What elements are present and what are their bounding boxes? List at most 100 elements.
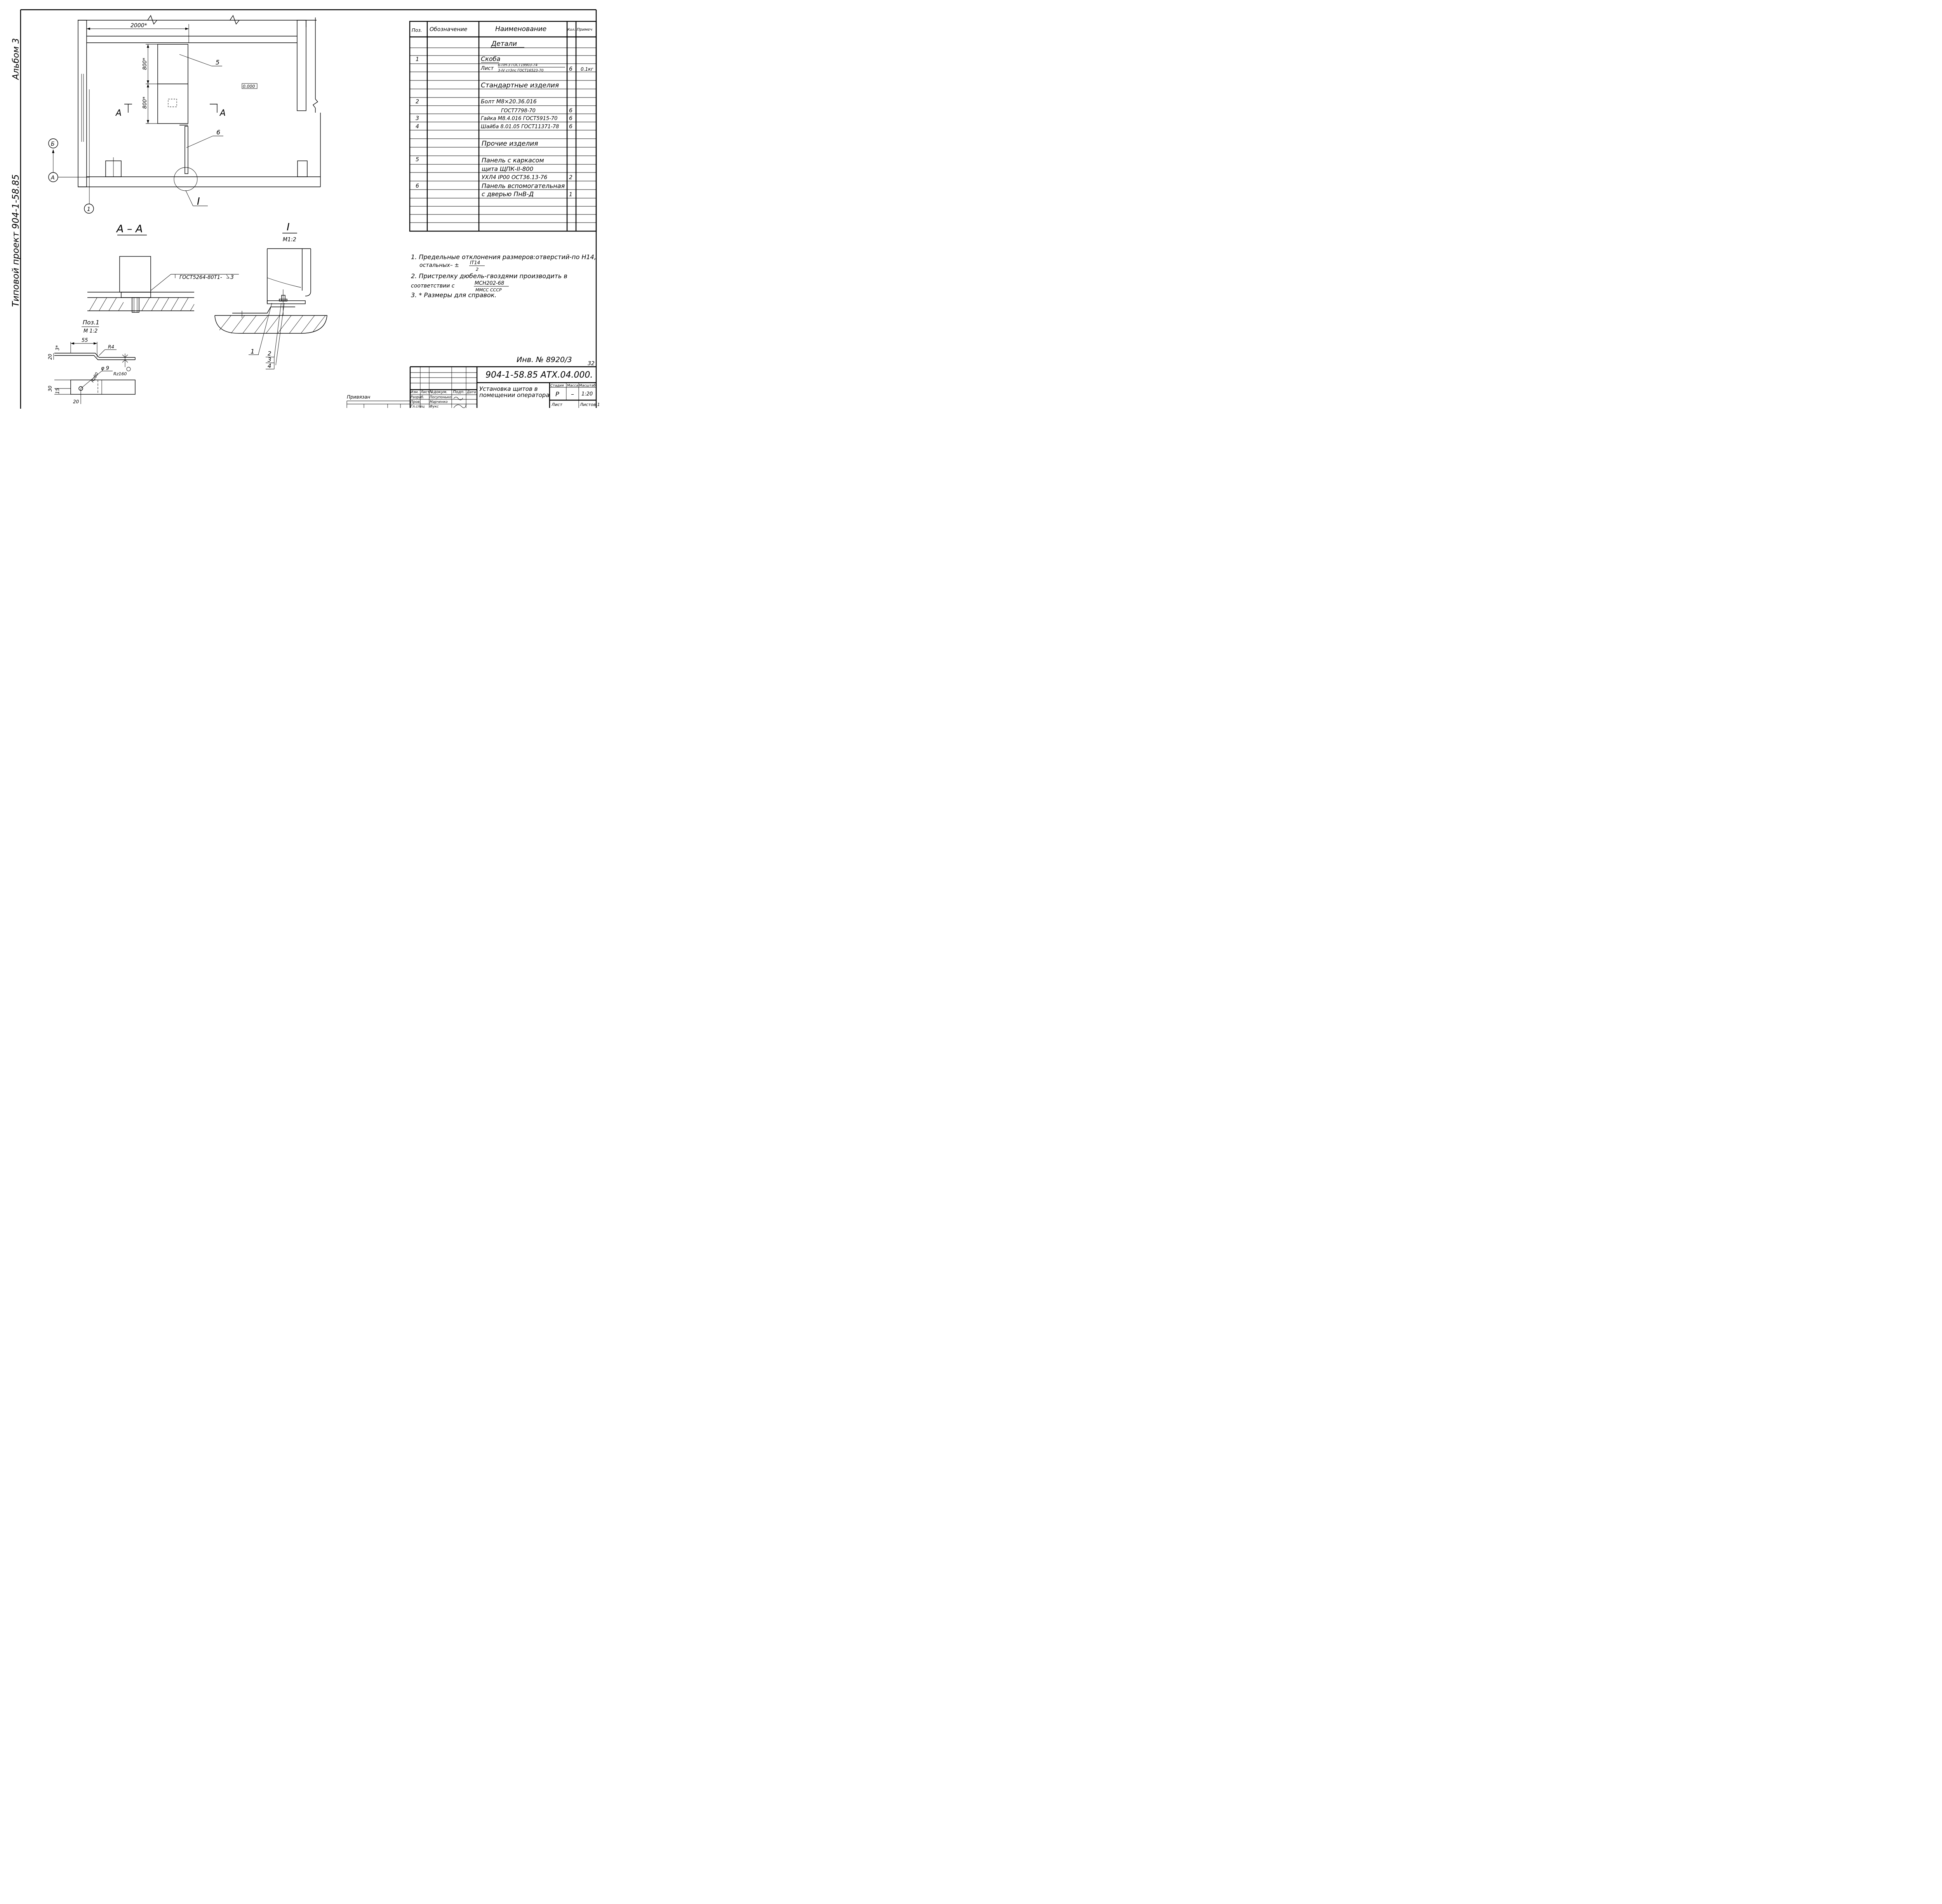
weld-symbol: ГОСТ5264-80Т1- — [179, 275, 222, 280]
detail-scale: М1:2 — [283, 237, 296, 243]
spec-row8-name: щита ЩПК-II-800 — [482, 165, 533, 172]
pos1-dim-r: R4 — [108, 344, 114, 350]
spec-row2-qty: 6 — [569, 66, 573, 72]
drawing-sheet: Альбом 3 Типовой проект 904-1-58.85 2000… — [11, 9, 600, 409]
pos1-detail: Поз.1 М 1:2 55 20 3* R4 30 15 20 φ 9 — [47, 319, 136, 404]
spec-row5-qty: 6 — [569, 115, 573, 122]
section-aa: А – А ГОСТ5264-80Т1- 3 — [87, 223, 239, 313]
stamp-h-mass: Масса — [567, 384, 578, 388]
spec-row1-name: Скоба — [481, 55, 500, 63]
dim-h2: 800* — [142, 96, 148, 109]
spec-head-note: Примеч — [577, 28, 592, 32]
stamp-lists: Листов 1 — [579, 402, 600, 407]
spec-row9-name: УХЛ4 IP00 ОСТ36.13-76 — [482, 174, 547, 181]
section-right-label: А — [219, 108, 226, 118]
spec-head-name: Наименование — [495, 25, 546, 33]
pos1-rz80: Rz80 — [90, 371, 99, 383]
section-title: А – А — [116, 223, 143, 235]
spec-head-qty: Кол. — [567, 28, 576, 32]
spec-row6-qty: 6 — [569, 124, 573, 130]
notes: 1. Предельные отклонения размеров:отверс… — [411, 253, 596, 299]
callout-2: 2 — [268, 350, 271, 357]
note-1-frac-bot: 2 — [476, 267, 479, 272]
spec-row2-frac-bot: 3-IV ст3пс ГОСТ16523-70 — [498, 69, 544, 73]
note-1a: 1. Предельные отклонения размеров:отверс… — [411, 253, 596, 261]
stamp-dev-name: Посупонько — [430, 395, 452, 399]
spec-section-details: Детали — [491, 40, 517, 48]
spec-row5-name: Гайка М8.4.016 ГОСТ5915-70 — [481, 116, 557, 122]
axis-1-label: 1 — [87, 206, 90, 213]
spec-row9-qty: 2 — [569, 174, 573, 181]
stamp-h-change: Изм. — [411, 390, 419, 394]
stamp-h-date: Дата — [466, 390, 476, 394]
note-2a: 2. Пристрелку дюбель-гвоздями производит… — [411, 272, 567, 280]
doc-code: 904-1-58.85 АТХ.04.000. — [486, 370, 593, 380]
pos1-dim-d: φ 9 — [101, 366, 109, 371]
spec-row2-frac-top: Б-ПН-3 ГОСТ19903-74 — [498, 63, 538, 67]
pos1-dim-h: 20 — [47, 354, 53, 360]
bound-label: Привязан — [347, 394, 370, 400]
pos6-label: 6 — [216, 129, 220, 136]
doc-title-1: Установка щитов в — [479, 385, 538, 392]
section-left-label: А — [115, 108, 122, 118]
detail-i-callout: I — [197, 196, 200, 207]
spec-row7-pos: 5 — [416, 157, 419, 163]
stamp-mass: – — [571, 390, 574, 398]
detail-title: I — [287, 221, 290, 233]
spec-row2-name: Лист — [480, 66, 494, 71]
stamp-dev: Разраб. — [411, 395, 424, 399]
stamp-scale: 1:20 — [581, 391, 593, 397]
detail-i: I М1:2 1 2 3 4 — [214, 221, 327, 369]
pos1-dim-w30: 30 — [47, 385, 53, 392]
pos1-dim-w20: 20 — [73, 399, 79, 404]
axis-a-label: А — [50, 175, 55, 181]
album-label: Альбом 3 — [11, 38, 21, 80]
spec-row3-pos: 2 — [416, 99, 419, 105]
stamp-chk-name: Марченко — [430, 400, 448, 404]
stamp-chk: Пров. — [411, 400, 421, 404]
spec-table: Поз. Обозначение Наименование Кол. Приме… — [409, 21, 597, 232]
title-block: Инв. № 8920/3 32 Привязан 904-1-58.85 АТ… — [346, 355, 600, 409]
stamp-h-stage: Стадия — [550, 384, 564, 388]
spec-row5-pos: 3 — [416, 115, 419, 122]
spec-row7-name: Панель с каркасом — [482, 157, 544, 164]
spec-row6-pos: 4 — [416, 124, 419, 130]
pos5-label: 5 — [216, 59, 219, 66]
note-2b: соответствии с — [411, 283, 455, 289]
spec-row3-name: Болт М8×20.36.016 — [481, 99, 537, 105]
spec-row2-note: 0.1кг — [581, 66, 593, 72]
spec-head-code: Обозначение — [430, 26, 467, 33]
spec-row1-pos: 1 — [416, 56, 419, 63]
note-2-frac-bot: ММСС СССР — [475, 287, 502, 293]
callout-3: 3 — [268, 356, 271, 363]
pos1-dim-w15: 15 — [55, 388, 60, 394]
signature — [453, 404, 466, 408]
note-3: 3. * Размеры для справок. — [411, 291, 496, 299]
note-1b: остальных– ± — [419, 262, 459, 268]
note-2-frac-top: МСН202-68 — [475, 280, 504, 286]
spec-row11-name: с дверью ПнВ-Д — [482, 190, 534, 198]
spec-row6-name: Шайба 8.01.05 ГОСТ11371-78 — [481, 124, 559, 130]
callout-4: 4 — [268, 362, 271, 369]
stamp-h-doc: №докум. — [429, 390, 447, 394]
spec-row10-name: Панель вспомогательная — [482, 182, 565, 190]
project-label: Типовой проект 904-1-58.85 — [11, 174, 21, 307]
pos1-scale: М 1:2 — [84, 328, 97, 334]
stamp-list: Лист — [551, 402, 562, 407]
stamp-spec: Гл.спец — [411, 405, 425, 409]
note-1-frac-top: IT14 — [470, 260, 480, 265]
stamp-h-scale: Масштаб — [579, 384, 596, 388]
stamp-spec-name: Фукс — [430, 405, 439, 409]
stamp-h-sheet: Лист — [420, 390, 430, 394]
sheet-number: 32 — [588, 361, 595, 367]
stamp-h-sign: Подп. — [453, 390, 465, 394]
plan-view: 2000* 800* 800* 5 6 0.000 А А 1 — [48, 15, 321, 214]
dim-h1: 800* — [142, 57, 148, 70]
weld-leg: 3 — [230, 274, 234, 280]
spec-row11-qty: 1 — [569, 192, 573, 198]
inventory-number: Инв. № 8920/3 — [517, 355, 572, 364]
spec-section-other: Прочие изделия — [482, 140, 538, 148]
pos1-dim-len: 55 — [82, 338, 88, 343]
spec-section-standard: Стандартные изделия — [481, 82, 559, 89]
level-mark: 0.000 — [243, 84, 255, 89]
